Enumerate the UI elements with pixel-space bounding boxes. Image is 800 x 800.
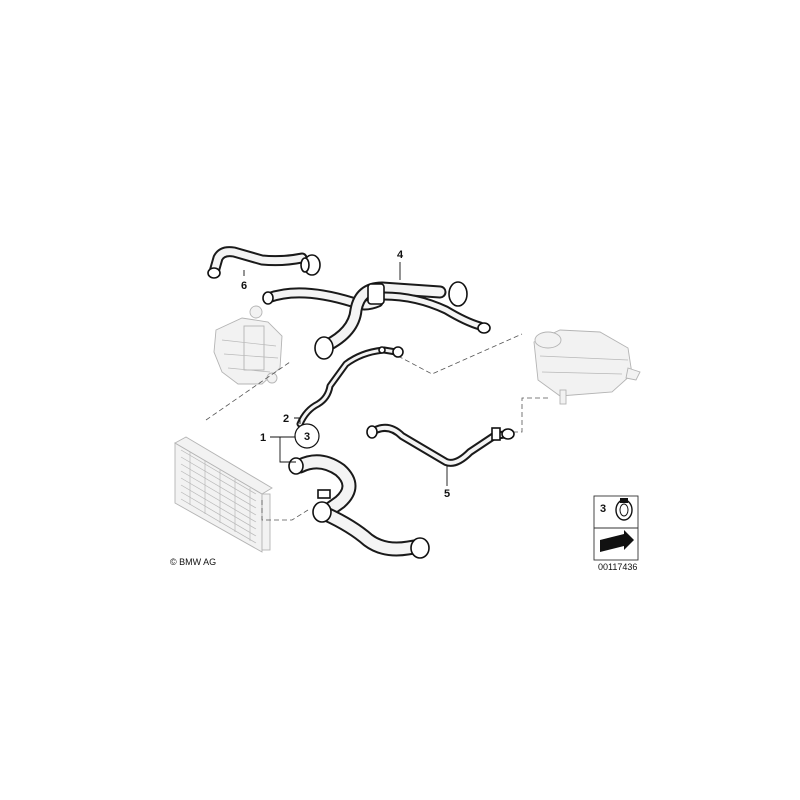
hose-5 [366,423,515,467]
hose-4 [262,281,491,360]
part-3-circle [294,423,320,449]
callout-2: 2 [283,413,289,425]
legend-callout: 3 [600,503,606,515]
expansion-tank [533,329,641,405]
callout-4: 4 [397,249,404,261]
diagram-number: 00117436 [598,562,637,572]
copyright-label: © BMW AG [170,557,216,567]
hose-6 [207,246,321,279]
callout-5: 5 [444,488,450,500]
hose-clamp-icon [615,498,633,521]
hose-1 [288,454,430,559]
callout-3: 3 [304,431,310,443]
thermostat-housing [213,305,283,385]
arrow-icon [600,530,634,552]
leader-lines [243,262,448,486]
callout-1: 1 [260,432,266,444]
callout-6: 6 [241,280,247,292]
hose-2 [296,346,404,428]
radiator [174,436,273,553]
legend-box: 3 [593,495,639,561]
